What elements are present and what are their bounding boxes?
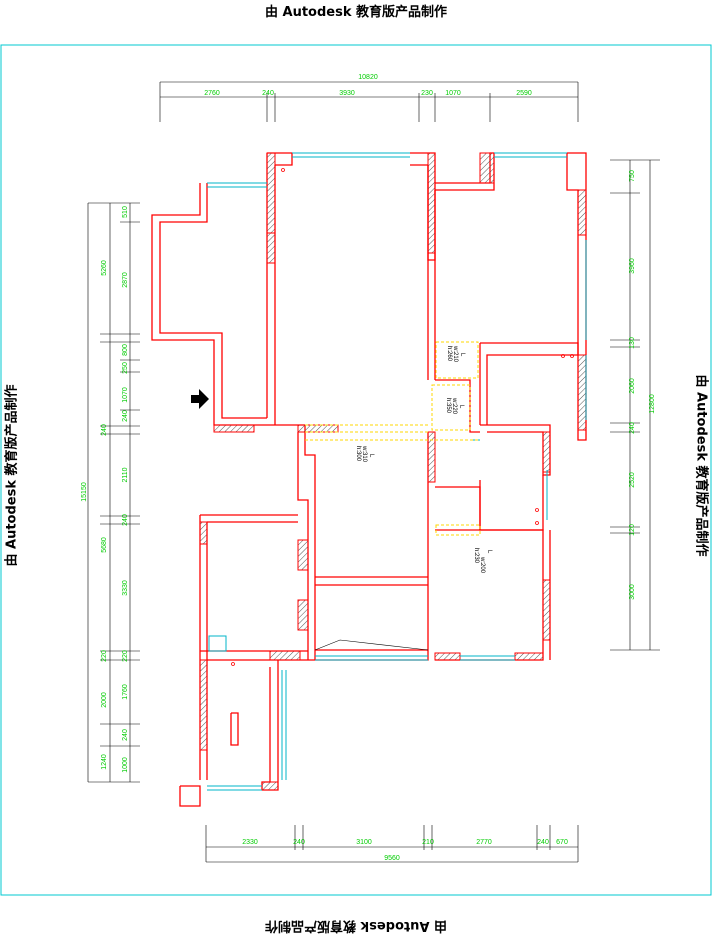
svg-text:2110: 2110 (122, 467, 129, 482)
svg-text:2590: 2590 (516, 90, 532, 97)
dimension-text-bottom: 2330 240 3100 210 2770 240 670 9560 (242, 839, 568, 862)
svg-text:120: 120 (629, 524, 636, 536)
watermark-top: 由 Autodesk 教育版产品制作 (264, 5, 448, 20)
svg-text:230: 230 (421, 90, 433, 97)
svg-text:240: 240 (101, 424, 108, 436)
svg-text:1240: 1240 (101, 754, 108, 770)
svg-text:2060: 2060 (629, 378, 636, 394)
svg-text:220: 220 (101, 650, 108, 662)
svg-text:2330: 2330 (242, 839, 258, 846)
svg-text:1000: 1000 (122, 757, 129, 773)
svg-text:210: 210 (422, 839, 434, 846)
svg-text:1070: 1070 (122, 387, 129, 403)
svg-text:2760: 2760 (204, 90, 220, 97)
dimension-text-top: 10820 2760 240 3930 230 1070 2590 (204, 74, 532, 97)
svg-text:3930: 3930 (339, 90, 355, 97)
openings (305, 341, 481, 536)
svg-text:670: 670 (556, 839, 568, 846)
svg-text:220: 220 (122, 650, 129, 662)
opening-label-3: L w:310 h:300 (355, 445, 374, 463)
svg-text:800: 800 (122, 344, 129, 356)
opening-label-2: L w:220 h:350 (445, 397, 464, 415)
dim-top-total: 10820 (358, 74, 378, 81)
svg-text:1760: 1760 (122, 684, 129, 700)
opening-label-1: L w:210 h:260 (446, 345, 465, 363)
svg-text:h:300: h:300 (355, 446, 361, 462)
svg-text:w:220: w:220 (451, 397, 457, 415)
svg-text:240: 240 (122, 514, 129, 526)
dimension-text-left: 15150 5260 240 5680 220 2000 1240 510 28… (81, 206, 129, 773)
svg-text:130: 130 (629, 337, 636, 349)
svg-text:h:230: h:230 (473, 548, 479, 564)
svg-text:h:350: h:350 (445, 398, 451, 414)
svg-text:240: 240 (537, 839, 549, 846)
svg-text:2520: 2520 (629, 472, 636, 488)
svg-text:2770: 2770 (476, 839, 492, 846)
svg-text:3100: 3100 (356, 839, 372, 846)
dimension-lines (87, 81, 660, 863)
svg-text:L: L (486, 550, 492, 554)
svg-text:L: L (459, 353, 465, 357)
svg-text:510: 510 (122, 206, 129, 218)
svg-text:h:260: h:260 (446, 346, 452, 362)
svg-text:3330: 3330 (122, 580, 129, 596)
dim-bottom-total: 9560 (384, 855, 400, 862)
opening-label-4: L w:200 h:230 (473, 548, 492, 574)
svg-text:750: 750 (629, 170, 636, 182)
svg-text:240: 240 (122, 410, 129, 422)
svg-text:240: 240 (629, 422, 636, 434)
hatched-walls (199, 152, 587, 791)
entrance-arrow-icon (191, 389, 209, 409)
svg-text:5260: 5260 (101, 260, 108, 276)
svg-text:L: L (368, 454, 374, 458)
svg-text:w:210: w:210 (452, 345, 458, 363)
svg-text:15150: 15150 (81, 482, 88, 502)
fixtures (231, 168, 574, 666)
dimension-text-right: 12800 750 3960 130 2060 240 2520 120 300… (629, 170, 656, 600)
svg-text:w:200: w:200 (479, 556, 485, 574)
svg-text:2870: 2870 (122, 272, 129, 288)
svg-text:L: L (458, 405, 464, 409)
svg-text:240: 240 (122, 729, 129, 741)
walls (151, 152, 587, 807)
svg-text:240: 240 (262, 90, 274, 97)
windows (207, 152, 587, 791)
svg-text:3000: 3000 (629, 584, 636, 600)
drawing-frame (0, 44, 712, 896)
svg-text:5680: 5680 (101, 537, 108, 553)
svg-text:240: 240 (293, 839, 305, 846)
svg-text:1070: 1070 (445, 90, 461, 97)
svg-text:w:310: w:310 (361, 445, 367, 463)
svg-text:2000: 2000 (101, 692, 108, 708)
door-swing (314, 639, 429, 651)
svg-text:12800: 12800 (649, 394, 656, 414)
svg-text:250: 250 (122, 362, 129, 374)
svg-text:3960: 3960 (629, 258, 636, 274)
